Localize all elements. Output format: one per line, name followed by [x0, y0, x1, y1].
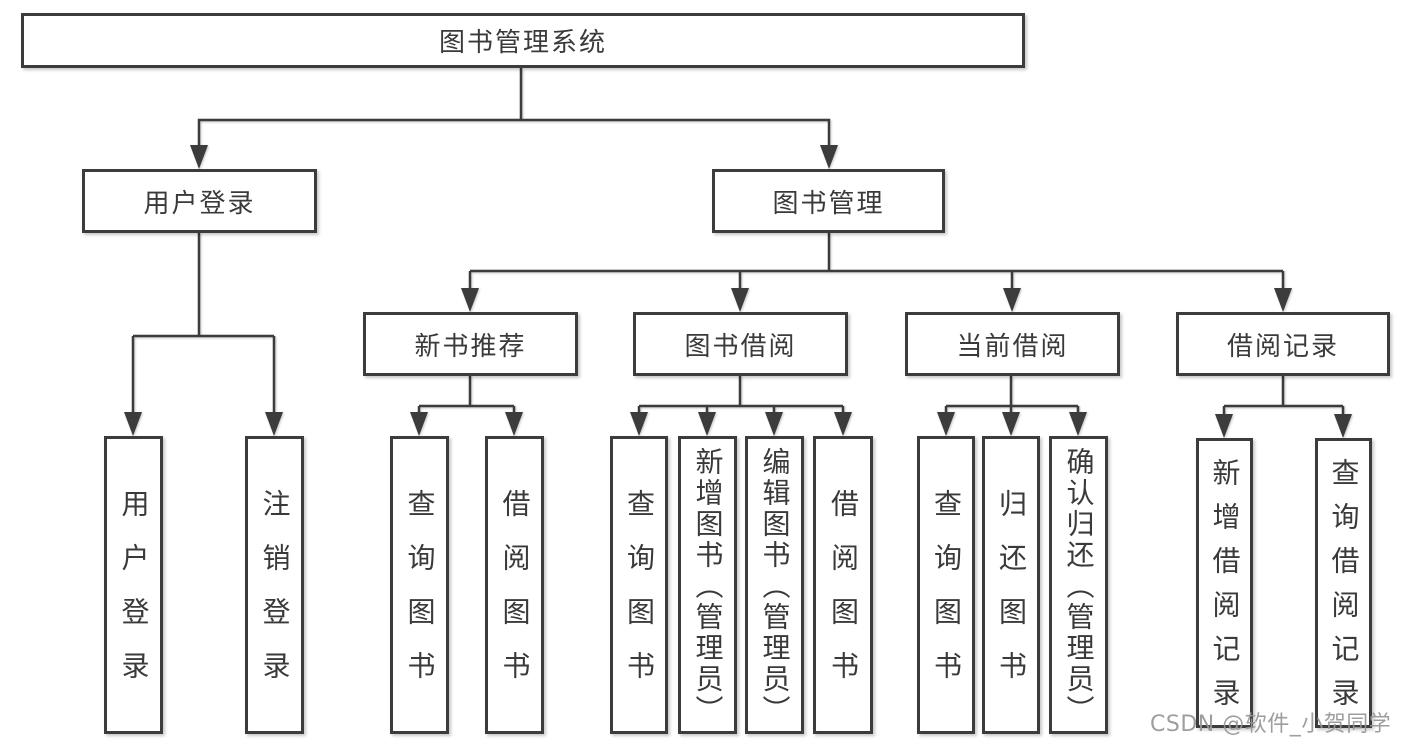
- arrowhead-icon: [265, 412, 283, 436]
- leaf-add-book-admin: 新增图书（管理员）: [678, 436, 737, 734]
- leaf-return-book: 归还图书: [982, 436, 1040, 734]
- leaf-query-books-current: 查询图书: [917, 436, 975, 734]
- arrowhead-icon: [1069, 412, 1087, 436]
- connector-book-borrowing-children: [637, 376, 845, 416]
- arrowhead-icon: [124, 412, 142, 436]
- leaf-edit-book-admin: 编辑图书（管理员）: [745, 436, 804, 734]
- arrowhead-icon: [731, 288, 749, 312]
- connector-user-login-children: [131, 233, 276, 416]
- arrowhead-icon: [630, 412, 648, 436]
- arrowhead-icon: [461, 288, 479, 312]
- arrowheads: [124, 145, 1352, 438]
- leaf-return-book-label: 归还图书: [995, 489, 1028, 705]
- arrowhead-icon: [937, 412, 955, 436]
- connector-current-borrowing-children: [944, 376, 1080, 416]
- leaf-edit-book-admin-label: 编辑图书（管理员）: [758, 446, 792, 726]
- leaf-logout-label: 注销登录: [258, 489, 292, 705]
- node-current-borrowing-label: 当前借阅: [956, 331, 1069, 362]
- arrowhead-icon: [1003, 288, 1021, 312]
- arrowhead-icon: [410, 412, 428, 436]
- leaf-query-books-borrowing-label: 查询图书: [623, 489, 656, 705]
- leaf-borrow-books-borrowing-label: 借阅图书: [827, 489, 860, 705]
- leaf-add-book-admin-label: 新增图书（管理员）: [691, 446, 725, 726]
- arrowhead-icon: [1215, 414, 1233, 438]
- node-current-borrowing: 当前借阅: [905, 312, 1120, 376]
- leaf-query-borrow-record: 查询借阅记录: [1315, 438, 1372, 728]
- node-book-management-label: 图书管理: [772, 188, 885, 219]
- arrowhead-icon: [698, 412, 716, 436]
- arrowhead-icon: [820, 145, 838, 169]
- leaf-user-login: 用户登录: [104, 436, 163, 734]
- node-book-management: 图书管理: [712, 169, 945, 233]
- arrowhead-icon: [1002, 412, 1020, 436]
- leaf-logout: 注销登录: [245, 436, 304, 734]
- leaf-confirm-return-admin-label: 确认归还（管理员）: [1062, 446, 1096, 726]
- node-borrowing-records-label: 借阅记录: [1226, 331, 1339, 362]
- leaf-query-books-recommend-label: 查询图书: [403, 489, 437, 705]
- connector-new-book-children: [417, 376, 516, 416]
- node-root-label: 图书管理系统: [438, 28, 607, 58]
- leaf-query-books-current-label: 查询图书: [930, 489, 963, 705]
- node-user-login-label: 用户登录: [143, 188, 256, 219]
- node-root: 图书管理系统: [21, 13, 1025, 68]
- node-borrowing-records: 借阅记录: [1176, 312, 1390, 376]
- arrowhead-icon: [505, 412, 523, 436]
- node-user-login: 用户登录: [82, 169, 317, 233]
- leaf-query-books-borrowing: 查询图书: [610, 436, 668, 734]
- arrowhead-icon: [1334, 414, 1352, 438]
- connector-root-to-level2: [197, 68, 831, 149]
- leaf-user-login-label: 用户登录: [117, 489, 151, 705]
- leaf-query-borrow-record-label: 查询借阅记录: [1327, 458, 1361, 722]
- arrowhead-icon: [190, 145, 208, 169]
- connector-book-management-children: [468, 233, 1285, 292]
- leaf-borrow-books-recommend-label: 借阅图书: [498, 489, 532, 705]
- arrowhead-icon: [1274, 288, 1292, 312]
- leaf-add-borrow-record-label: 新增借阅记录: [1208, 458, 1242, 722]
- node-new-book-recommendation-label: 新书推荐: [414, 331, 527, 362]
- arrowhead-icon: [834, 412, 852, 436]
- csdn-watermark: CSDN @软件_小贺同学: [1150, 712, 1392, 737]
- arrowhead-icon: [765, 412, 783, 436]
- node-book-borrowing-label: 图书借阅: [684, 331, 797, 362]
- leaf-borrow-books-borrowing: 借阅图书: [813, 436, 873, 734]
- node-book-borrowing: 图书借阅: [633, 312, 848, 376]
- connector-borrowing-records-children: [1222, 376, 1345, 418]
- node-new-book-recommendation: 新书推荐: [363, 312, 578, 376]
- leaf-query-books-recommend: 查询图书: [390, 436, 449, 734]
- leaf-add-borrow-record: 新增借阅记录: [1196, 438, 1253, 728]
- leaf-borrow-books-recommend: 借阅图书: [485, 436, 544, 734]
- leaf-confirm-return-admin: 确认归还（管理员）: [1049, 436, 1108, 734]
